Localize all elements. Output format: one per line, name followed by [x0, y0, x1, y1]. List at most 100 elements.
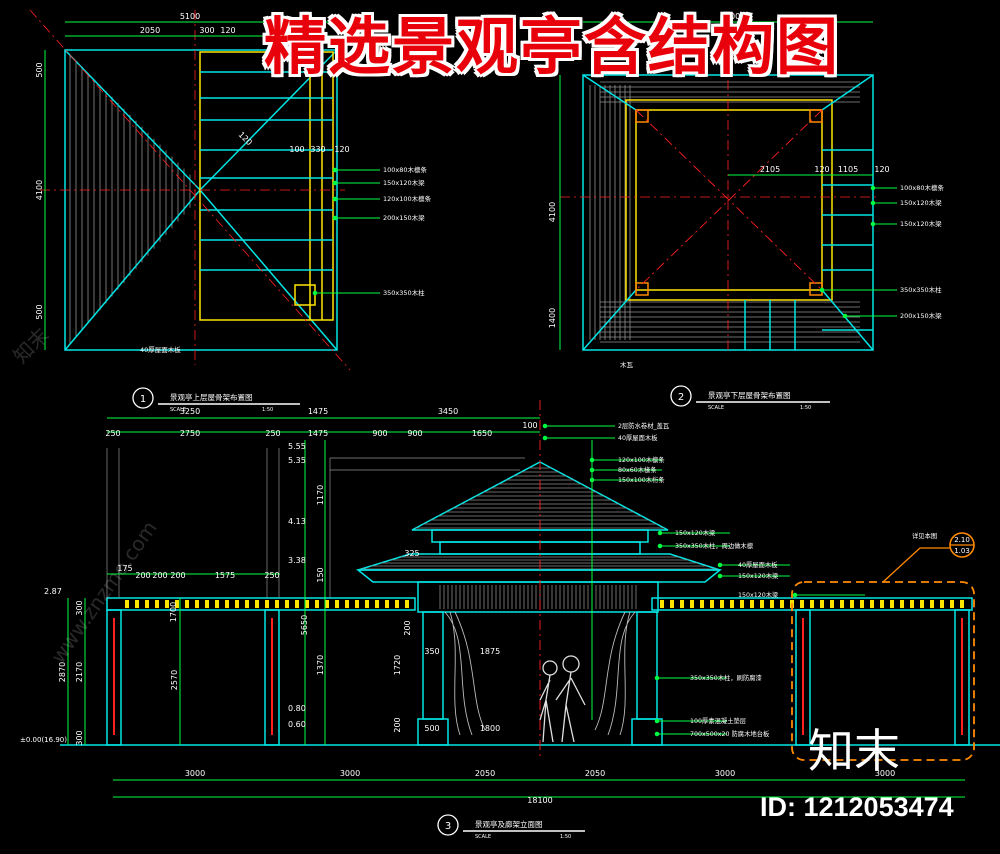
member-label: 350x350木柱	[383, 288, 425, 297]
watermark-id: ID: 1212053474	[760, 792, 954, 822]
member-label: 100x80木檩条	[383, 165, 428, 174]
purlin-end	[265, 600, 269, 608]
purlin-end	[215, 600, 219, 608]
dim-text: 18100	[527, 796, 552, 805]
leader-dot	[842, 313, 848, 319]
member-label: 40厚屋面木板	[738, 560, 778, 569]
caption-scale-note: 1:50	[262, 407, 273, 413]
member-label: 150x120木梁	[675, 528, 716, 537]
background-frame	[106, 448, 525, 598]
purlin-end	[185, 600, 189, 608]
caption-title: 景观亭下层屋骨架布置图	[708, 390, 791, 400]
dim-text: 3450	[438, 407, 458, 416]
member-label: 120x100木檩条	[383, 194, 432, 203]
pergola-column	[954, 609, 970, 746]
plan-upper-roof	[29, 9, 380, 409]
member-label: 40厚屋面木板	[140, 345, 181, 354]
dim-text: 500	[424, 724, 439, 733]
level-mark: 5.35	[288, 456, 306, 465]
purlin-end	[930, 600, 934, 608]
dim-text: 250	[265, 429, 280, 438]
caption-title: 景观亭上层屋骨架布置图	[170, 392, 253, 402]
purlin-end	[960, 600, 964, 608]
pergola-column	[795, 609, 811, 746]
dim-text: 3000	[340, 769, 360, 778]
caption-marker	[132, 387, 154, 409]
dim-text: 5650	[300, 615, 309, 635]
member-label: 350x350木柱，刷防腐漆	[690, 673, 763, 682]
pavilion-column	[636, 611, 658, 720]
hip-rafter	[64, 49, 201, 191]
purlin-end	[165, 600, 169, 608]
column	[635, 282, 649, 296]
leaders	[542, 423, 865, 737]
curtain-left	[444, 611, 486, 736]
member-label: 100x80木檩条	[900, 183, 945, 192]
purlins	[744, 149, 873, 350]
leader-dot	[332, 180, 338, 186]
purlin-end	[295, 600, 299, 608]
people-figures	[539, 655, 586, 743]
lower-roof-hatch	[361, 556, 717, 570]
purlin-end	[860, 600, 864, 608]
lower-roof-eave	[355, 569, 723, 583]
member-label: 200x150木梁	[383, 213, 425, 222]
dim-text: 1800	[480, 724, 500, 733]
leader-dot	[332, 167, 338, 173]
dim-text: 300	[199, 26, 214, 35]
purlin-end	[950, 600, 954, 608]
purlin-end	[225, 600, 229, 608]
frieze	[417, 581, 659, 613]
caption-scale-note: 1:50	[560, 834, 571, 840]
dim-text: 3000	[715, 769, 735, 778]
caption-marker	[437, 814, 459, 836]
purlin-end	[285, 600, 289, 608]
dim-text: 120	[874, 165, 889, 174]
leader-dot	[589, 457, 595, 463]
purlin-end	[770, 600, 774, 608]
dim-text: 1650	[472, 429, 492, 438]
member-label: 150x120木梁	[383, 178, 425, 187]
leader-dot	[870, 221, 876, 227]
dim-text: 1105	[838, 165, 858, 174]
purlin-end	[175, 600, 179, 608]
hip-rafter	[821, 74, 874, 111]
dim-text: 3000	[185, 769, 205, 778]
purlin-end	[940, 600, 944, 608]
member-label: 150x120木梁	[738, 590, 779, 599]
purlin-end	[820, 600, 824, 608]
caption-number: 3	[445, 821, 451, 832]
dim-text: 120	[814, 165, 829, 174]
member-label: 150x100木桁条	[618, 475, 665, 484]
purlin-end	[750, 600, 754, 608]
leader-dot	[870, 200, 876, 206]
dim-text: 200	[152, 571, 167, 580]
dim-text: 3000	[875, 769, 895, 778]
leader-dot	[657, 530, 663, 536]
callout-leader	[882, 547, 921, 583]
column-base	[631, 718, 663, 746]
dim-text: 1875	[480, 647, 500, 656]
purlin-end	[710, 600, 714, 608]
page-title: 精选景观亭含结构图	[263, 10, 840, 83]
dim-text: 4100	[35, 180, 44, 200]
dim-text: 5100	[180, 12, 200, 21]
member-label: 150x120木梁	[900, 198, 942, 207]
leader-dot	[819, 287, 825, 293]
dim-text: 300	[75, 730, 84, 745]
level-mark: 5.55	[288, 442, 306, 451]
purlin-end	[275, 600, 279, 608]
dim-text: 150	[316, 567, 325, 582]
hip-rafter	[821, 289, 874, 351]
member-label: 120x100木檩条	[618, 455, 665, 464]
purlin-end	[830, 600, 834, 608]
member-label: 100厚素混凝土垫层	[690, 716, 746, 725]
caption-title: 景观亭及廊架立面图	[475, 819, 543, 829]
purlin-end	[305, 600, 309, 608]
column	[294, 284, 316, 306]
dim-text: 250	[264, 571, 279, 580]
hip-rafter	[582, 74, 637, 111]
dim-text: 1700	[169, 602, 178, 622]
purlin-end	[335, 600, 339, 608]
purlin-end	[890, 600, 894, 608]
